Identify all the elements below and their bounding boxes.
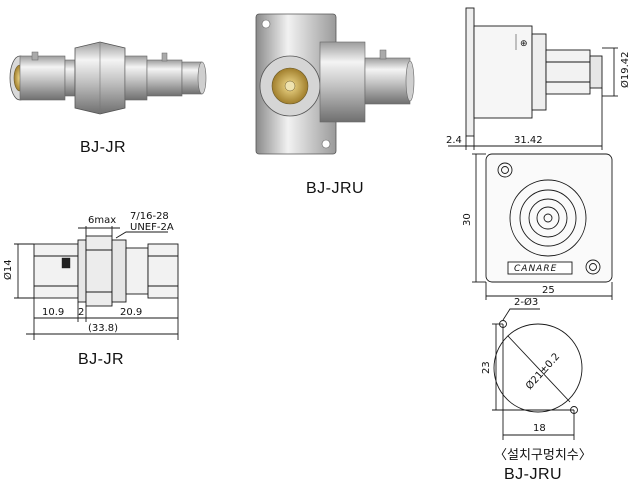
- photo-bj-jru: [255, 13, 415, 155]
- drawing-caption-bj-jr: BJ-JR: [78, 351, 125, 368]
- jru-front-height: 30: [462, 213, 473, 226]
- mount-height: 23: [481, 361, 492, 374]
- jru-side-length: 31.42: [514, 135, 543, 146]
- jr-total: (33.8): [88, 323, 118, 334]
- mount-width: 18: [533, 423, 546, 434]
- jru-front-logo: CANARE: [514, 264, 557, 274]
- jr-thread-2: UNEF-2A: [130, 222, 174, 233]
- jru-front-width: 25: [542, 285, 555, 296]
- jru-side-dia: Ø19.42: [619, 52, 631, 89]
- mount-holes: 2-Ø3: [514, 296, 538, 308]
- jr-gap: 2: [78, 307, 84, 318]
- jr-thread-1: 7/16-28: [130, 211, 169, 222]
- jr-dim-max: 6max: [88, 215, 116, 226]
- mount-dia: Ø21±0.2: [523, 351, 562, 392]
- jru-side-mark: ⊕: [520, 39, 528, 49]
- drawing-caption-bj-jru: BJ-JRU: [504, 466, 563, 483]
- photo-caption-bj-jr: BJ-JR: [80, 139, 127, 156]
- jr-dia: Ø14: [2, 259, 14, 280]
- jru-side-flange: 2.4: [446, 135, 462, 146]
- photo-caption-bj-jru: BJ-JRU: [306, 180, 365, 197]
- mount-caption: 〈설치구멍치수〉: [494, 448, 592, 463]
- jr-left-len: 10.9: [42, 307, 64, 318]
- jr-right-len: 20.9: [120, 307, 142, 318]
